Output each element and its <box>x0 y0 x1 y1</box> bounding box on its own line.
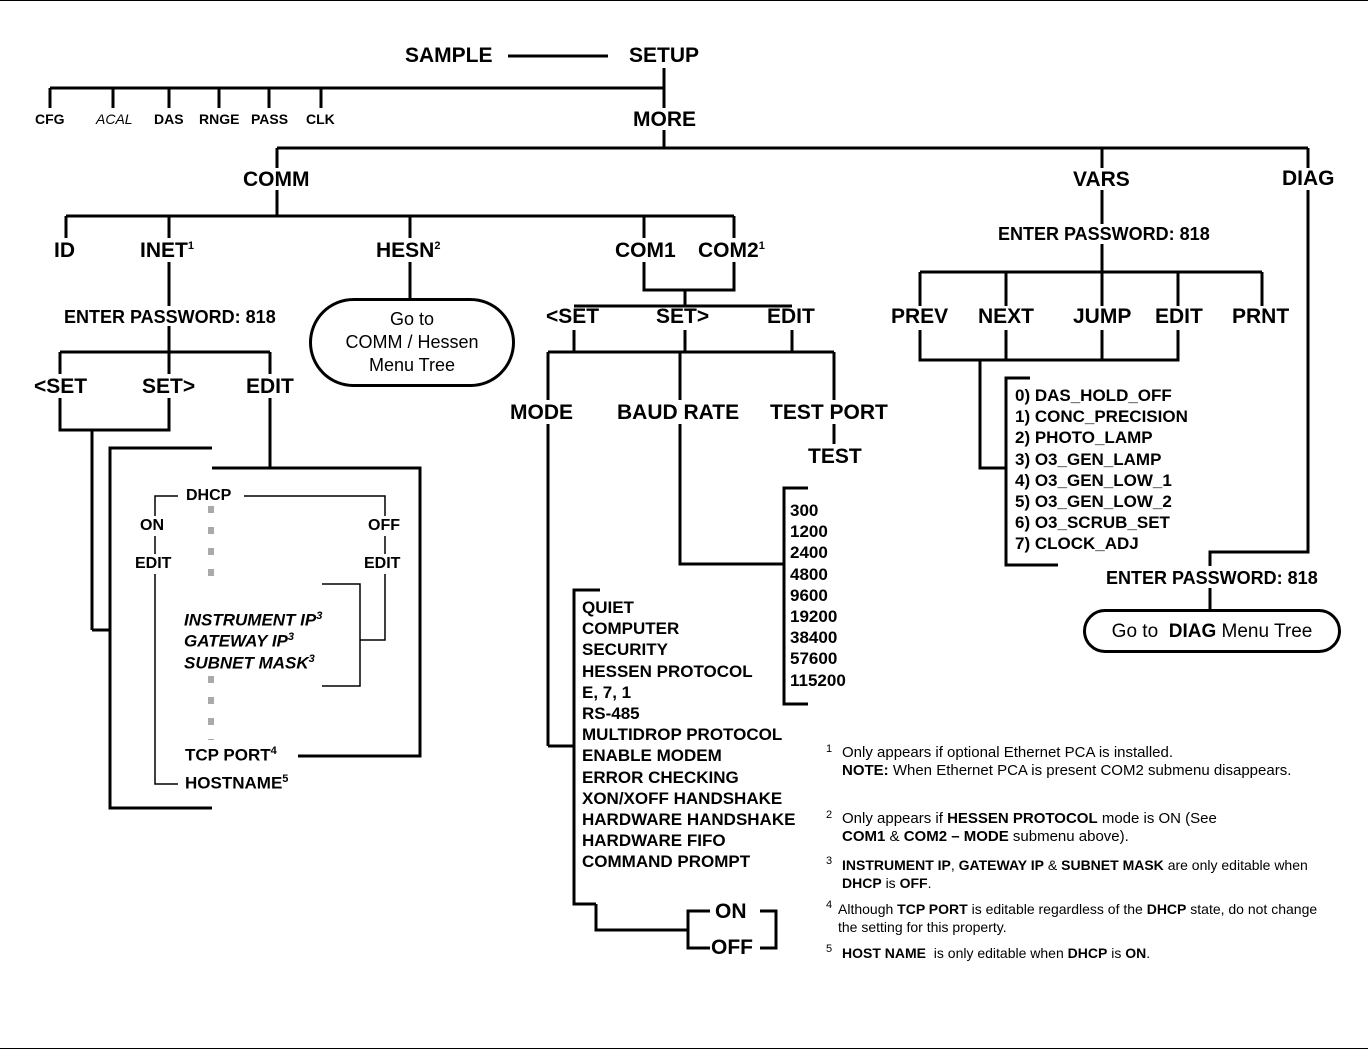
mode-option[interactable]: HARDWARE HANDSHAKE <box>582 810 796 830</box>
mode-option[interactable]: ERROR CHECKING <box>582 767 739 787</box>
mode-option[interactable]: SECURITY <box>582 640 668 660</box>
variable-item[interactable]: 7) CLOCK_ADJ <box>1015 534 1139 554</box>
bottom-rule <box>0 1048 1368 1049</box>
sample-label[interactable]: SAMPLE <box>405 44 493 67</box>
dhcp-on-label[interactable]: ON <box>140 517 164 534</box>
variable-item[interactable]: 0) DAS_HOLD_OFF <box>1015 386 1172 405</box>
hesn-bubble-line: COMM / Hessen <box>345 332 479 352</box>
setup-item-rnge[interactable]: RNGE <box>199 111 240 127</box>
dhcp-off-label[interactable]: OFF <box>368 517 400 534</box>
setup-item-pass[interactable]: PASS <box>251 111 289 127</box>
setup-item-acal[interactable]: ACAL <box>96 111 133 127</box>
more-label[interactable]: MORE <box>633 108 696 131</box>
mode-on-option[interactable]: ON <box>715 900 747 923</box>
mode-option[interactable]: COMPUTER <box>582 619 680 639</box>
vars-jump[interactable]: JUMP <box>1073 305 1132 328</box>
mode-off-option[interactable]: OFF <box>711 936 753 959</box>
dhcp-on-edit[interactable]: EDIT <box>135 555 172 572</box>
gateway-ip-field[interactable]: GATEWAY IP3 <box>184 631 295 651</box>
vars-prnt[interactable]: PRNT <box>1232 305 1290 328</box>
inet-edit[interactable]: EDIT <box>246 375 294 398</box>
dhcp-label[interactable]: DHCP <box>186 487 232 504</box>
top-rule <box>0 0 1368 1</box>
hesn-bubble-line: Menu Tree <box>368 355 456 375</box>
tcp-port-field[interactable]: TCP PORT4 <box>185 745 277 765</box>
com-test-label[interactable]: TEST <box>808 445 862 468</box>
comm-com1-label[interactable]: COM1 <box>615 239 676 262</box>
variable-item[interactable]: 3) O3_GEN_LAMP <box>1015 449 1162 469</box>
baud-rate-option[interactable]: 1200 <box>790 522 828 542</box>
baud-rate-option[interactable]: 57600 <box>790 649 838 669</box>
baud-rate-option[interactable]: 115200 <box>790 670 846 690</box>
mode-option[interactable]: E, 7, 1 <box>582 682 632 702</box>
diag-goto-bubble: Go to DIAG Menu Tree <box>1083 609 1341 653</box>
mode-option[interactable]: COMMAND PROMPT <box>582 852 751 872</box>
baud-rate-list: 300 1200 2400 4800 9600 19200 38400 5760… <box>790 500 846 691</box>
footnote-3: 3 INSTRUMENT IP, GATEWAY IP & SUBNET MAS… <box>826 855 1308 891</box>
variable-item[interactable]: 1) CONC_PRECISION <box>1015 407 1188 427</box>
setup-label[interactable]: SETUP <box>629 44 700 67</box>
mode-option[interactable]: HARDWARE FIFO <box>582 831 726 851</box>
variable-item[interactable]: 6) O3_SCRUB_SET <box>1015 513 1170 533</box>
setup-item-das[interactable]: DAS <box>154 111 184 127</box>
setup-item-clk[interactable]: CLK <box>306 111 335 127</box>
variable-item[interactable]: 2) PHOTO_LAMP <box>1015 428 1153 448</box>
hesn-bubble-line: Go to <box>389 309 435 329</box>
diag-bubble-text: Go to DIAG Menu Tree <box>1111 620 1313 642</box>
variable-item[interactable]: 5) O3_GEN_LOW_2 <box>1015 492 1172 512</box>
comm-id-label[interactable]: ID <box>54 239 75 262</box>
mode-option[interactable]: MULTIDROP PROTOCOL <box>582 725 783 745</box>
com-set-prev[interactable]: <SET <box>546 305 600 328</box>
vars-password-prompt: ENTER PASSWORD: 818 <box>998 224 1210 244</box>
variable-item[interactable]: 4) O3_GEN_LOW_1 <box>1015 470 1172 490</box>
baud-rate-option[interactable]: 38400 <box>790 628 838 648</box>
com-baud-rate-label[interactable]: BAUD RATE <box>617 401 740 424</box>
mode-option[interactable]: ENABLE MODEM <box>582 746 722 766</box>
comm-label[interactable]: COMM <box>243 168 310 191</box>
com-mode-label[interactable]: MODE <box>510 401 573 424</box>
baud-rate-option[interactable]: 2400 <box>790 543 828 563</box>
footnote-4: 4 Although TCP PORT is editable regardle… <box>826 899 1318 935</box>
com-set-next[interactable]: SET> <box>656 305 710 328</box>
subnet-mask-field[interactable]: SUBNET MASK3 <box>184 653 315 673</box>
comm-inet-label[interactable]: INET1 <box>140 239 194 262</box>
instrument-ip-field[interactable]: INSTRUMENT IP3 <box>184 610 323 630</box>
mode-option[interactable]: HESSEN PROTOCOL <box>582 661 753 681</box>
inet-set-prev[interactable]: <SET <box>34 375 88 398</box>
vars-edit[interactable]: EDIT <box>1155 305 1203 328</box>
com-edit[interactable]: EDIT <box>767 305 815 328</box>
mode-option[interactable]: QUIET <box>582 598 634 617</box>
mode-option[interactable]: XON/XOFF HANDSHAKE <box>582 788 783 808</box>
baud-rate-option[interactable]: 19200 <box>790 607 838 627</box>
diag-label[interactable]: DIAG <box>1282 167 1335 190</box>
diag-password-prompt: ENTER PASSWORD: 818 <box>1106 568 1318 588</box>
setup-item-cfg[interactable]: CFG <box>35 111 65 127</box>
hostname-field[interactable]: HOSTNAME5 <box>185 773 289 793</box>
comm-hesn-label[interactable]: HESN2 <box>376 239 441 262</box>
com-test-port-label[interactable]: TEST PORT <box>770 401 888 424</box>
inet-set-next[interactable]: SET> <box>142 375 196 398</box>
vars-prev[interactable]: PREV <box>891 305 949 328</box>
inet-password-prompt: ENTER PASSWORD: 818 <box>64 307 276 327</box>
hesn-goto-bubble: Go to COMM / Hessen Menu Tree <box>309 298 515 387</box>
footnote-5: 5 HOST NAME is only editable when DHCP i… <box>826 943 1151 961</box>
comm-com2-label[interactable]: COM21 <box>698 239 765 262</box>
footnote-2: 2 Only appears if HESSEN PROTOCOL mode i… <box>826 809 1217 845</box>
vars-next[interactable]: NEXT <box>978 305 1035 328</box>
vars-label[interactable]: VARS <box>1073 168 1130 191</box>
mode-list: QUIET COMPUTER SECURITY HESSEN PROTOCOL … <box>582 597 795 873</box>
variable-list: 0) DAS_HOLD_OFF 1) CONC_PRECISION 2) PHO… <box>1015 385 1188 555</box>
mode-option[interactable]: RS-485 <box>582 704 640 724</box>
footnote-1: 1 Only appears if optional Ethernet PCA … <box>826 743 1292 779</box>
baud-rate-option[interactable]: 9600 <box>790 585 828 605</box>
dhcp-off-edit[interactable]: EDIT <box>364 555 401 572</box>
baud-rate-option[interactable]: 300 <box>790 501 819 520</box>
baud-rate-option[interactable]: 4800 <box>790 564 828 584</box>
